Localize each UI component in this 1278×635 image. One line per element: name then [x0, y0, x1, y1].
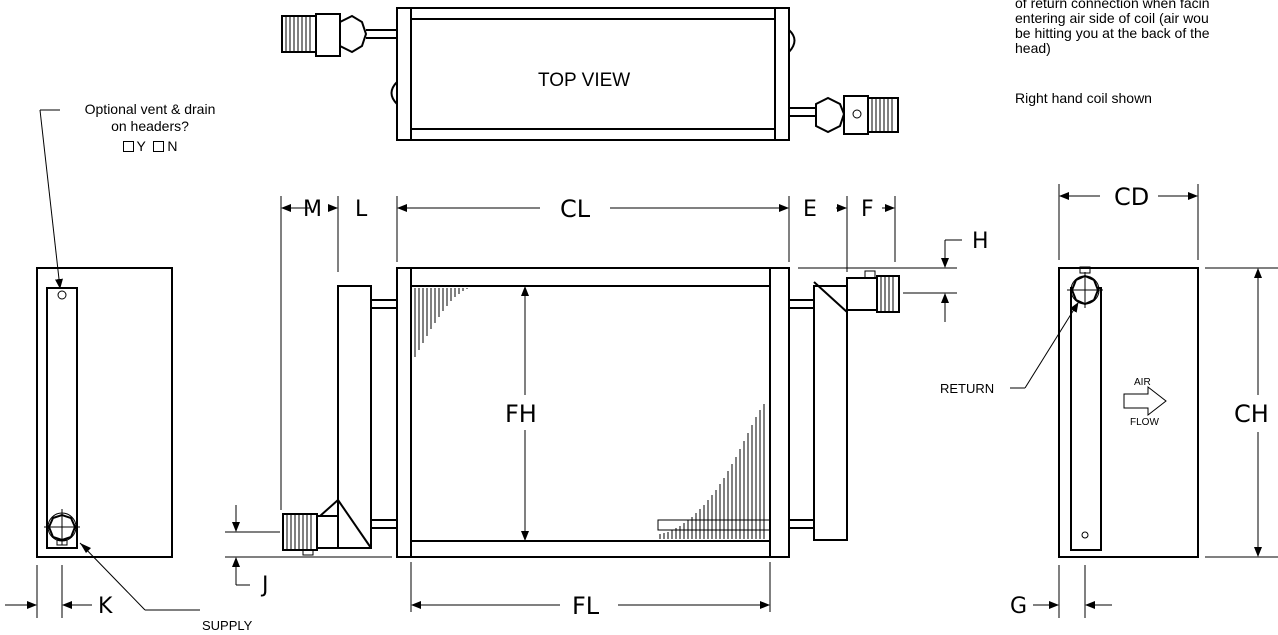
dim-g-label: G: [1010, 594, 1027, 619]
vent-drain-question: Optional vent & drain on headers? Y N: [62, 101, 238, 155]
fin-hatching-bottom: [657, 404, 771, 539]
yes-label: Y: [136, 138, 146, 154]
note-line-4: head): [1015, 40, 1051, 56]
yes-checkbox[interactable]: [122, 141, 134, 152]
top-view-label: TOP VIEW: [538, 70, 630, 91]
fin-hatching-top: [414, 288, 468, 357]
air-label: AIR: [1134, 377, 1151, 388]
question-line-2: on headers?: [111, 118, 189, 134]
note-line-1: of return connection when facin: [1015, 0, 1210, 11]
dim-fl-label: FL: [572, 592, 600, 620]
thread-lines-left: [285, 16, 311, 52]
yes-no-options: Y N: [62, 138, 238, 155]
dim-cl-label: CL: [560, 195, 591, 223]
front-view: M L CL E F H FH J: [225, 195, 989, 620]
return-threads: [880, 276, 894, 312]
dim-fh-label: FH: [505, 400, 537, 428]
top-view: TOP VIEW: [281, 7, 899, 141]
left-side-view: SUPPLY K: [5, 109, 253, 633]
note-line-2: entering air side of coil (air wou: [1015, 10, 1209, 26]
supply-threads: [286, 514, 312, 550]
dim-cd-label: CD: [1114, 183, 1149, 211]
dim-h-label: H: [972, 229, 989, 254]
supply-label: SUPPLY: [202, 618, 253, 633]
dim-f-label: F: [861, 197, 874, 222]
return-label: RETURN: [940, 381, 994, 396]
dim-m-label: M: [303, 197, 322, 222]
thread-lines-right: [871, 98, 893, 132]
dim-ch-label: CH: [1234, 400, 1269, 428]
no-checkbox[interactable]: [153, 141, 165, 152]
dim-j-label: J: [260, 573, 269, 598]
no-label: N: [167, 138, 178, 154]
question-line-1: Optional vent & drain: [84, 101, 216, 117]
connection-note: of return connection when facin entering…: [1015, 0, 1278, 56]
right-side-view: RETURN AIR FLOW CD CH G: [940, 183, 1278, 619]
dim-k-label: K: [98, 594, 113, 619]
coil-hand-note: Right hand coil shown: [1015, 90, 1152, 106]
note-line-3: be hitting you at the back of the: [1015, 25, 1210, 41]
flow-label: FLOW: [1130, 417, 1159, 428]
dim-l-label: L: [355, 197, 368, 222]
dim-e-label: E: [803, 197, 817, 222]
